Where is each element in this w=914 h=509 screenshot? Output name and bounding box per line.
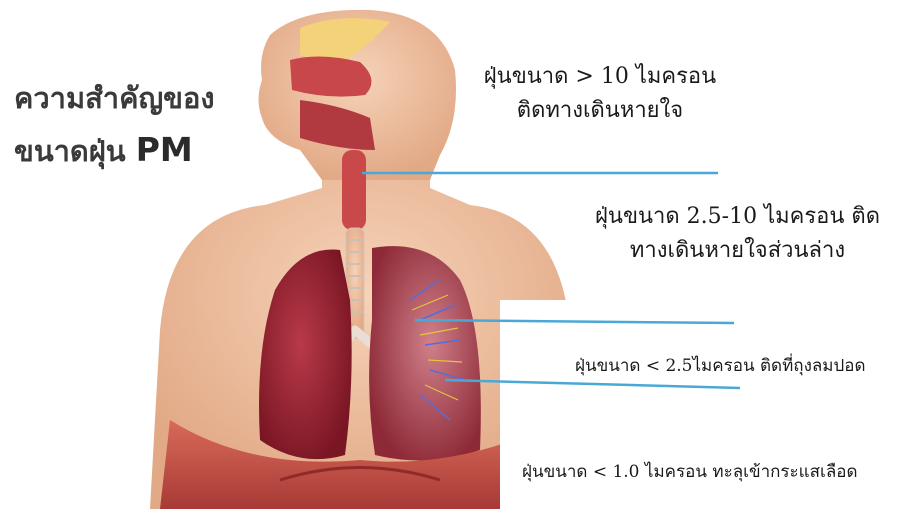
label-2p5-10-line1: ฝุ่นขนาด 2.5-10 ไมครอน ติด [575,200,900,234]
title-line-1: ความสำคัญของ [14,75,215,121]
label-gt10-line1: ฝุ่นขนาด > 10 ไมครอน [470,60,730,94]
label-2p5-10: ฝุ่นขนาด 2.5-10 ไมครอน ติด ทางเดินหายใจส… [575,200,900,268]
title-prefix: ขนาดฝุ่น [14,134,126,168]
upper-trachea [342,150,366,230]
label-gt10: ฝุ่นขนาด > 10 ไมครอน ติดทางเดินหายใจ [470,60,730,128]
label-gt10-line2: ติดทางเดินหายใจ [470,94,730,128]
title-pm: PM [136,130,193,169]
label-2p5-10-line2: ทางเดินหายใจส่วนล่าง [575,234,900,268]
title-line-2: ขนาดฝุ่น PM [14,128,193,174]
nasal-passage [290,56,371,96]
label-lt1: ฝุ่นขนาด < 1.0 ไมครอน ทะลุเข้ากระแสเลือด [522,458,858,485]
label-lt2p5: ฝุ่นขนาด < 2.5ไมครอน ติดที่ถุงลมปอด [575,352,866,379]
